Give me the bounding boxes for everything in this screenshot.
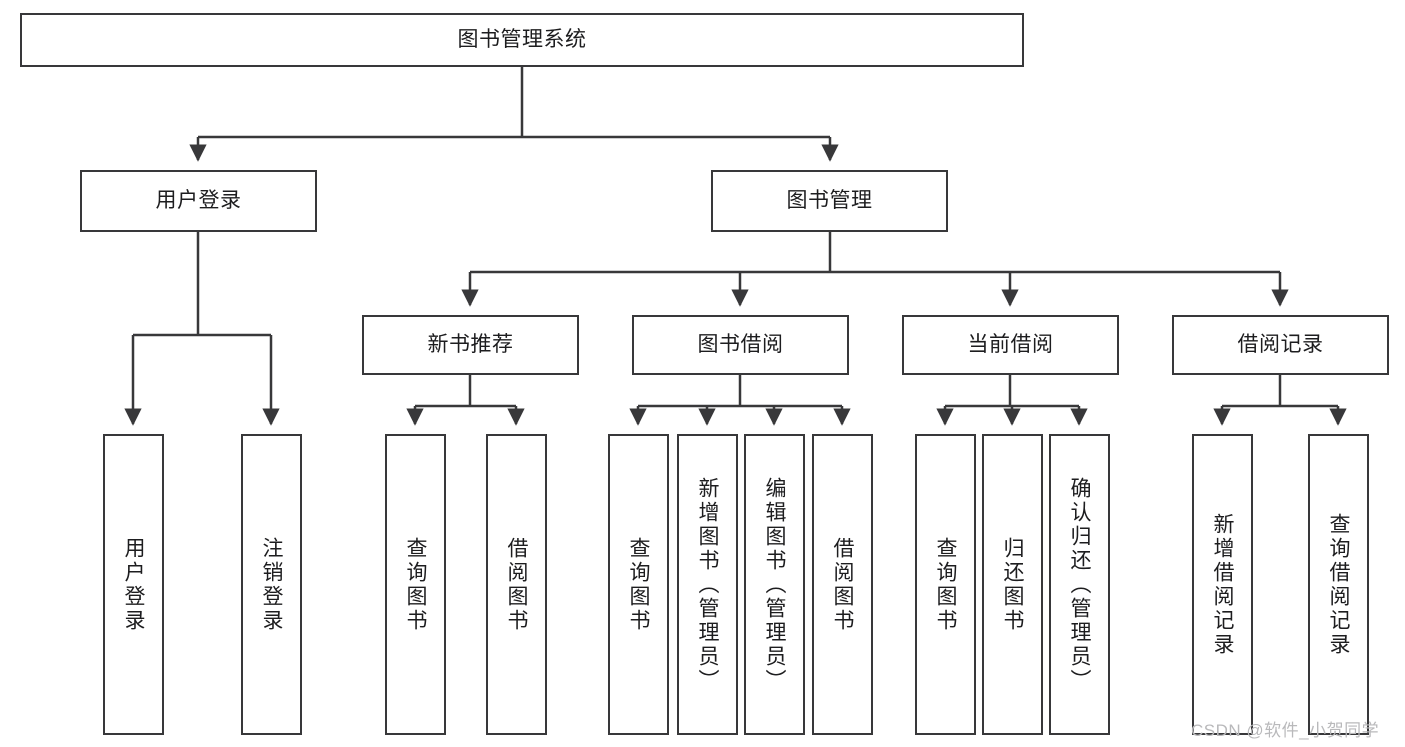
leaf-borrow-book-2-label: 借阅图书 bbox=[831, 536, 854, 633]
node-current-borrow[interactable]: 当前借阅 bbox=[902, 315, 1119, 375]
leaf-add-book-label: 新增图书（管理员） bbox=[696, 476, 719, 693]
node-borrow-record[interactable]: 借阅记录 bbox=[1172, 315, 1389, 375]
leaf-query-book-1[interactable]: 查询图书 bbox=[385, 434, 446, 735]
leaf-borrow-book-1[interactable]: 借阅图书 bbox=[486, 434, 547, 735]
leaf-return-book-label: 归还图书 bbox=[1001, 536, 1024, 633]
node-new-book-rec[interactable]: 新书推荐 bbox=[362, 315, 579, 375]
leaf-confirm-return[interactable]: 确认归还（管理员） bbox=[1049, 434, 1110, 735]
node-user-login-label: 用户登录 bbox=[155, 188, 242, 212]
node-borrow-record-label: 借阅记录 bbox=[1237, 332, 1324, 356]
leaf-confirm-return-label: 确认归还（管理员） bbox=[1068, 476, 1091, 693]
leaf-query-book-3-label: 查询图书 bbox=[934, 536, 957, 633]
leaf-edit-book-label: 编辑图书（管理员） bbox=[763, 476, 786, 693]
leaf-user-login-label: 用户登录 bbox=[122, 536, 145, 633]
leaf-query-book-1-label: 查询图书 bbox=[404, 536, 427, 633]
leaf-borrow-book-2[interactable]: 借阅图书 bbox=[812, 434, 873, 735]
leaf-add-record[interactable]: 新增借阅记录 bbox=[1192, 434, 1253, 735]
leaf-edit-book[interactable]: 编辑图书（管理员） bbox=[744, 434, 805, 735]
node-book-borrow[interactable]: 图书借阅 bbox=[632, 315, 849, 375]
leaf-add-book[interactable]: 新增图书（管理员） bbox=[677, 434, 738, 735]
leaf-logout[interactable]: 注销登录 bbox=[241, 434, 302, 735]
leaf-query-record-label: 查询借阅记录 bbox=[1327, 512, 1350, 657]
node-root[interactable]: 图书管理系统 bbox=[20, 13, 1024, 67]
node-new-book-rec-label: 新书推荐 bbox=[427, 332, 514, 356]
leaf-user-login[interactable]: 用户登录 bbox=[103, 434, 164, 735]
leaf-add-record-label: 新增借阅记录 bbox=[1211, 512, 1234, 657]
node-book-borrow-label: 图书借阅 bbox=[697, 332, 784, 356]
node-book-manage-label: 图书管理 bbox=[786, 188, 873, 212]
csdn-watermark: CSDN @软件_小贺同学 bbox=[1191, 721, 1380, 740]
node-root-label: 图书管理系统 bbox=[457, 27, 587, 51]
node-current-borrow-label: 当前借阅 bbox=[967, 332, 1054, 356]
leaf-query-book-2-label: 查询图书 bbox=[627, 536, 650, 633]
leaf-borrow-book-1-label: 借阅图书 bbox=[505, 536, 528, 633]
leaf-query-book-3[interactable]: 查询图书 bbox=[915, 434, 976, 735]
node-user-login[interactable]: 用户登录 bbox=[80, 170, 317, 232]
leaf-return-book[interactable]: 归还图书 bbox=[982, 434, 1043, 735]
leaf-query-book-2[interactable]: 查询图书 bbox=[608, 434, 669, 735]
leaf-query-record[interactable]: 查询借阅记录 bbox=[1308, 434, 1369, 735]
leaf-logout-label: 注销登录 bbox=[260, 536, 283, 633]
node-book-manage[interactable]: 图书管理 bbox=[711, 170, 948, 232]
